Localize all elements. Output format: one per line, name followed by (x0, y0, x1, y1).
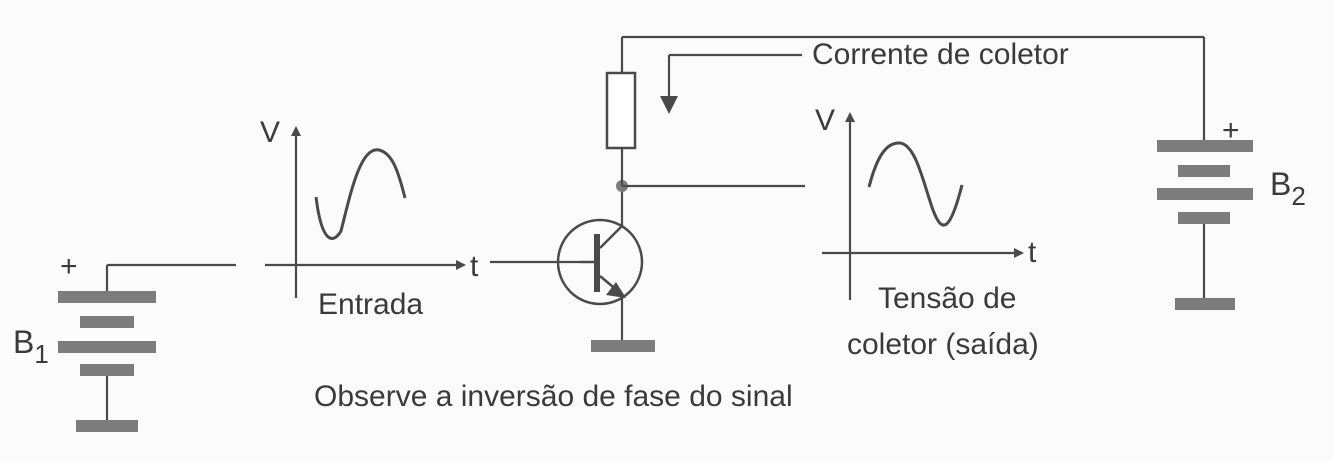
collector-current-arrow (660, 53, 802, 114)
footer-note: Observe a inversão de fase do sinal (314, 380, 793, 413)
b1-plus-sign: + (60, 250, 78, 283)
b1-label: B1 (13, 324, 49, 367)
input-v-axis-label: V (260, 116, 281, 149)
supply-wire (622, 35, 1206, 142)
output-caption-line2: coletor (saída) (847, 328, 1039, 361)
b2-plus-sign: + (1222, 114, 1240, 147)
b1-positive-wire (105, 263, 236, 291)
b2-index: 2 (1291, 181, 1306, 211)
output-v-axis-label: V (815, 104, 836, 137)
output-waveform-plot (822, 112, 1024, 300)
battery-b2 (1157, 140, 1253, 310)
npn-transistor (556, 186, 655, 352)
b2-label: B2 (1270, 166, 1306, 209)
battery-b1 (58, 291, 156, 432)
b2-letter: B (1270, 166, 1292, 202)
input-caption: Entrada (318, 288, 424, 321)
output-t-axis-label: t (1028, 236, 1037, 269)
load-resistor (605, 37, 637, 186)
input-t-axis-label: t (470, 250, 479, 283)
input-waveform-plot (265, 126, 466, 298)
b1-index: 1 (34, 339, 49, 369)
b1-letter: B (13, 324, 35, 360)
output-caption-line1: Tensão de (878, 282, 1017, 315)
collector-current-label: Corrente de coletor (812, 38, 1069, 71)
